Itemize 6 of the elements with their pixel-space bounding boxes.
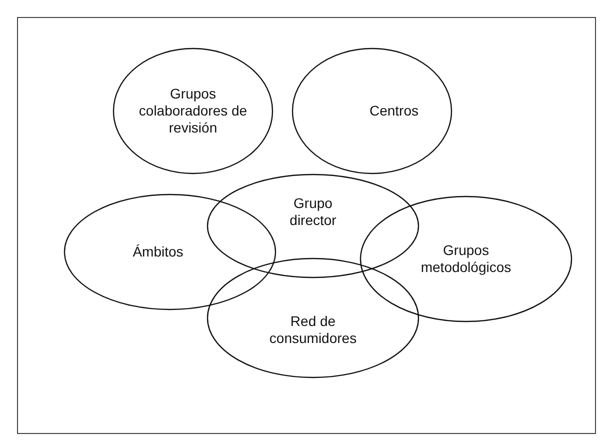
ellipse-label: Grupos colaboradores de revisión — [138, 86, 248, 136]
ellipse-label: Ámbitos — [132, 244, 184, 260]
ellipse-label: Grupos metodológicos — [420, 242, 512, 276]
ellipse-label: Centros — [368, 102, 420, 120]
ellipse-label: Red de consumidores — [268, 313, 358, 347]
ellipse-label: Grupo director — [288, 195, 338, 229]
